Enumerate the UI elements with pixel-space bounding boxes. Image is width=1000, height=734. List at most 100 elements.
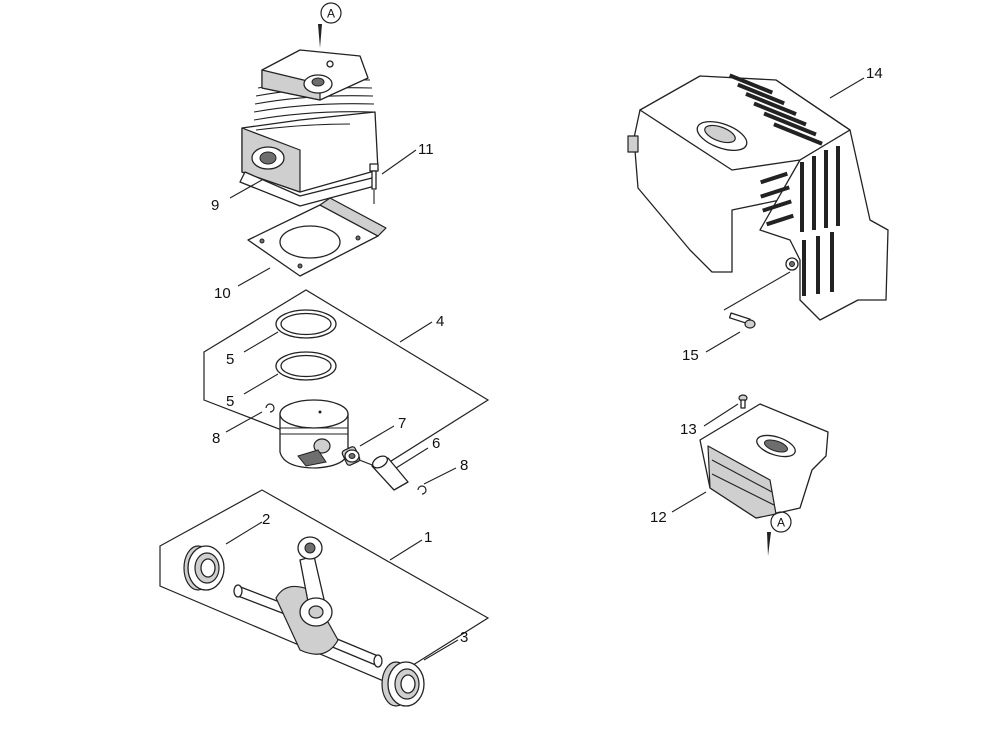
louvre-bar (800, 162, 804, 232)
cylinder-fin (253, 111, 375, 121)
louvre-bar (836, 146, 840, 226)
reference-arrow-bottom: A (767, 511, 792, 556)
bearing-right (381, 661, 425, 707)
piston-ring-upper (275, 309, 337, 339)
label-4: 4 (436, 313, 444, 330)
cylinder-intake-port (259, 151, 277, 165)
ring-outer (275, 351, 337, 381)
leader-11 (381, 149, 417, 175)
crankshaft-kit-outline (159, 489, 490, 683)
engine-cover (627, 73, 889, 321)
reference-circle-bottom (770, 511, 792, 533)
label-7: 7 (398, 415, 406, 432)
louvre-bar (802, 240, 806, 296)
gasket-hole (259, 238, 265, 244)
circlip-right (417, 485, 427, 495)
piston-window (297, 449, 327, 467)
reference-arrow-top-head (318, 24, 322, 48)
bearing-left (183, 545, 225, 591)
needle-bearing-bore (348, 453, 356, 459)
grille-slot (737, 82, 785, 106)
leader-5a (243, 331, 279, 353)
leader-6 (395, 447, 429, 469)
piston-pin (371, 455, 409, 491)
ring-outer (275, 309, 337, 339)
piston-pin-end (371, 455, 389, 469)
circlip-left (265, 403, 275, 413)
bolt-11-shaft (371, 170, 377, 190)
gasket-hole (297, 263, 303, 269)
leader-10 (237, 267, 271, 287)
louvre-bar (816, 236, 820, 294)
reference-letter-top: A (327, 7, 335, 21)
piston-ring-lower (275, 351, 337, 381)
bolt-11-head (369, 163, 379, 172)
grille-slot (773, 122, 823, 146)
ring-inner (280, 354, 332, 378)
piston-mark (318, 410, 322, 414)
label-8b: 8 (460, 457, 468, 474)
leader-3 (423, 639, 459, 661)
cylinder-fin (255, 123, 351, 131)
cover-clip (627, 135, 639, 153)
louvre-slot (762, 199, 792, 213)
louvre-slot (760, 185, 790, 199)
con-rod-small-end-bore (304, 542, 316, 554)
label-13: 13 (680, 421, 697, 438)
louvre-bar (812, 156, 816, 230)
part-labels: 9 11 10 4 5 5 8 7 6 8 2 1 3 14 15 13 12 (211, 65, 883, 646)
grille-slot (728, 73, 774, 95)
label-6: 6 (432, 435, 440, 452)
crank-shaft-right-end (373, 654, 383, 668)
label-1: 1 (424, 529, 432, 546)
gasket-hole (355, 235, 361, 241)
label-5a: 5 (226, 351, 234, 368)
gasket (247, 197, 387, 277)
muffler-cover-rib (711, 459, 773, 493)
leader-1 (389, 539, 423, 561)
label-11: 11 (418, 141, 434, 158)
grille-slot (753, 101, 807, 127)
crankshaft (233, 536, 383, 668)
spark-plug-hole (311, 77, 325, 87)
label-5b: 5 (226, 393, 234, 410)
piston-crown (279, 399, 349, 429)
crank-shaft-left-end (233, 584, 243, 598)
cover-top-grille (728, 73, 823, 146)
leader-4 (399, 321, 433, 343)
gasket-flap (319, 197, 387, 237)
reference-circle-top (320, 2, 342, 24)
ring-inner (280, 312, 332, 336)
leader-15 (705, 331, 741, 353)
label-10: 10 (214, 285, 231, 302)
leader-14 (829, 77, 865, 99)
cylinder-head-side (261, 69, 321, 101)
muffler-cover-opening-inner (763, 439, 789, 453)
grille-slot (763, 111, 817, 137)
leader-2 (225, 521, 263, 545)
bearing-bore (200, 558, 216, 578)
label-2: 2 (262, 511, 270, 528)
screw-13-shaft (740, 399, 746, 409)
bolt-11 (369, 163, 379, 204)
cover-mount-hole (789, 261, 795, 267)
label-14: 14 (866, 65, 883, 82)
leader-5b (243, 373, 279, 395)
leader-8b (423, 467, 457, 485)
grille-slot (745, 92, 797, 116)
cylinder-bolt (326, 60, 334, 68)
bearing-bore (400, 674, 416, 694)
label-15: 15 (682, 347, 699, 364)
cover-front-louvres (760, 146, 840, 296)
gasket-bore (279, 225, 341, 259)
louvre-bar (824, 150, 828, 228)
cover-oval-inner (704, 124, 736, 144)
label-3: 3 (460, 629, 468, 646)
screw-15 (723, 271, 791, 329)
reference-arrow-top: A (318, 2, 342, 48)
screw-13 (738, 394, 748, 409)
piston (279, 399, 349, 469)
leader-13 (703, 403, 739, 427)
cylinder (239, 49, 379, 207)
